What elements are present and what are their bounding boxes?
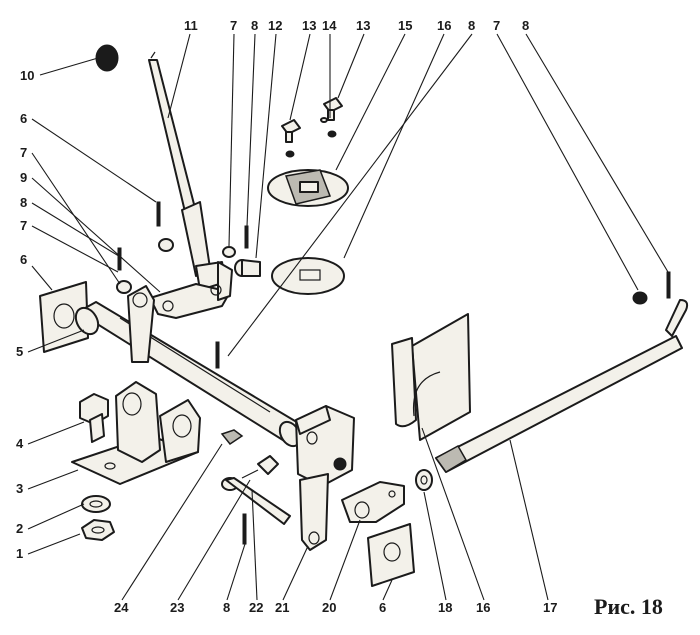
callout-16-top: 16 [437,18,451,33]
parts-drawing [39,44,689,587]
callout-8-top: 8 [251,18,258,33]
callout-11: 11 [184,18,198,33]
lever-bracket-part [149,261,233,319]
sector-plate-part [391,313,471,441]
pin-part-mid-left [117,247,122,271]
pin-part-shaft [215,341,220,369]
washer-part-right [632,291,648,305]
callout-7-left-upper: 7 [20,145,27,160]
callout-8-left-lower: 8 [20,195,27,210]
pin-part-top-center [244,225,249,249]
callout-labels: 1 2 3 4 5 6 7 8 9 7 6 10 11 7 8 12 13 14… [16,18,557,615]
clevis-pin-part [234,259,261,277]
callout-21: 21 [275,600,289,615]
clevis-block-part [295,405,355,551]
long-rod-part [434,299,689,473]
callout-14: 14 [322,18,337,33]
nut-part [81,519,115,541]
pin-part-right [666,271,671,299]
top-bolt-part-right [320,97,343,138]
callout-9: 9 [20,170,27,185]
round-plate-lower-part [271,257,345,295]
pin-bolt-part [221,477,291,525]
callout-22: 22 [249,600,263,615]
washer-part-mid-left [116,280,132,294]
callout-4: 4 [16,436,24,451]
square-plate-lower-part [367,523,415,587]
callout-6-left: 6 [20,252,27,267]
u-bracket-part [71,381,201,485]
callout-16-bottom: 16 [476,600,490,615]
pin-part-upper-left [156,201,161,227]
round-plate-upper-part [267,169,349,207]
pin-part-lower [242,513,247,545]
callout-7-left-lower: 7 [20,218,27,233]
callout-24: 24 [114,600,129,615]
leader-lines [27,33,669,601]
callout-13-left: 13 [302,18,316,33]
shaft-lever-arm-part [127,285,155,363]
callout-7-right: 7 [493,18,500,33]
callout-17: 17 [543,600,557,615]
callout-8-bottom: 8 [223,600,230,615]
figure-caption: Рис. 18 [594,594,663,619]
square-plate-left-part [39,281,89,353]
callout-8-top-right: 8 [468,18,475,33]
lever-rod-part [148,51,227,291]
callout-6-bottom: 6 [379,600,386,615]
callout-10: 10 [20,68,34,83]
small-bolt-part [241,455,279,479]
callout-7-top: 7 [230,18,237,33]
callout-3: 3 [16,481,23,496]
callout-13-right: 13 [356,18,370,33]
small-nut-part [415,469,433,491]
washer-part-lower-left [81,495,111,513]
key-part [220,429,244,446]
callout-20: 20 [322,600,336,615]
callout-5: 5 [16,344,23,359]
washer-part-upper-left [158,238,174,252]
callout-8-right: 8 [522,18,529,33]
washer-part-top-center [222,246,236,258]
fork-end-part [341,481,405,523]
callout-15: 15 [398,18,412,33]
top-bolt-part-left [281,119,301,158]
callout-8-left-upper: 6 [20,111,27,126]
bolt-part [79,393,109,443]
callout-12: 12 [268,18,282,33]
callout-18: 18 [438,600,452,615]
knob-part [95,44,119,72]
callout-23: 23 [170,600,184,615]
callout-2: 2 [16,521,23,536]
callout-1: 1 [16,546,23,561]
